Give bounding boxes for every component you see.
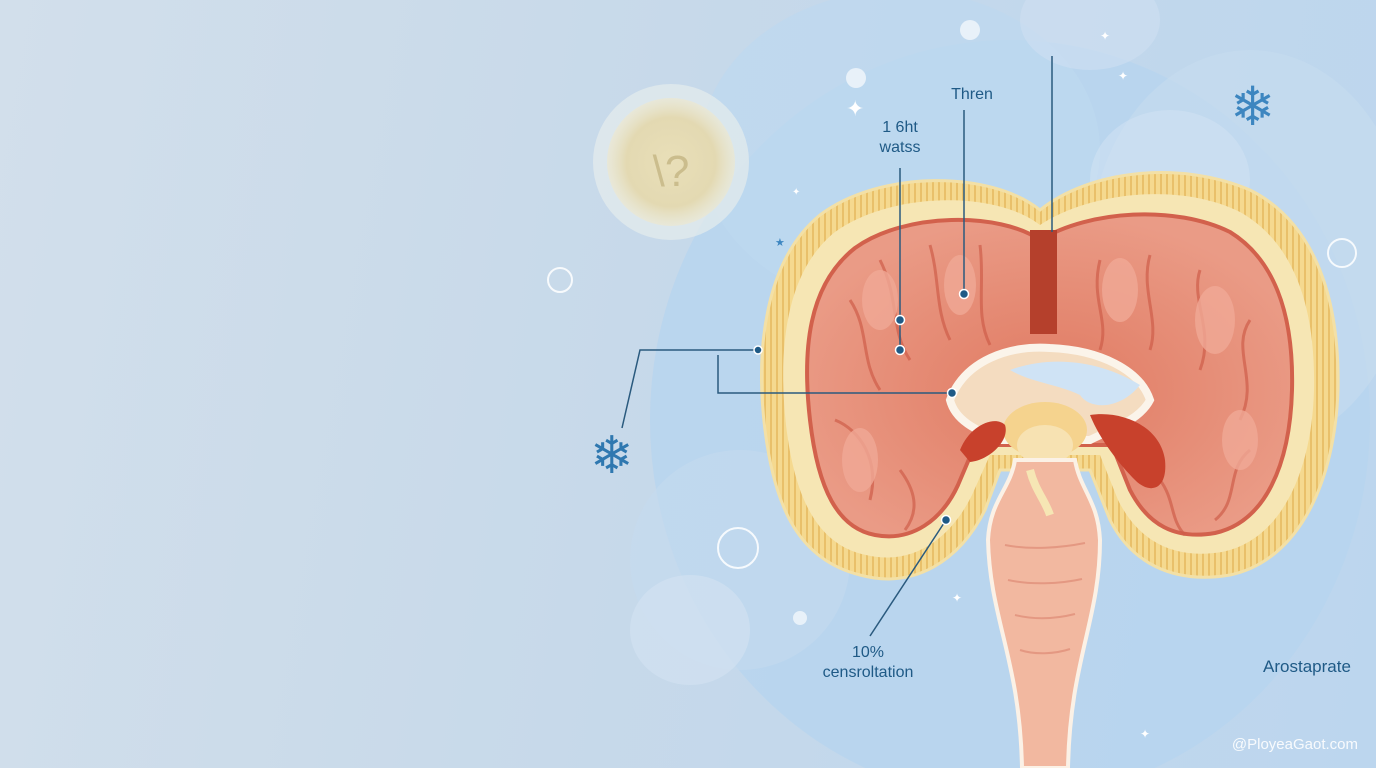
sparkle-icon: ✦ [1100, 29, 1111, 43]
dots [793, 20, 980, 625]
kidney [760, 171, 1340, 768]
label-watts-line2: watss [879, 139, 921, 156]
label-thren: Thren [951, 86, 993, 103]
question-badge: \? [593, 84, 749, 240]
sparkle-icon: ✦ [846, 96, 865, 121]
label-consolidation-line1: 10% [851, 644, 885, 661]
snowflake-icon: ❄ [1230, 77, 1276, 137]
label-arostaprate: Arostaprate [1263, 657, 1351, 676]
sparkle-icon: ✦ [1140, 727, 1151, 741]
bubbles [547, 238, 1357, 569]
sparkle-icon: ✦ [1118, 69, 1129, 83]
label-consolidation-line2: censroltation [822, 664, 914, 681]
snowflake-icon: ❄ [590, 427, 634, 485]
sparkle-icon: ✦ [952, 591, 963, 605]
label-watts: 1 6ht watss [862, 118, 938, 158]
leader-dots [753, 288, 970, 526]
label-consolidation: 10% censroltation [806, 643, 930, 683]
watermark: @PloyeaGaot.com [1231, 736, 1358, 753]
sparkle-icon: ✦ [792, 187, 801, 198]
star-icon: ★ [775, 237, 785, 249]
label-watts-line1: 1 6ht [882, 119, 918, 136]
question-badge-icon: \? [653, 147, 690, 196]
